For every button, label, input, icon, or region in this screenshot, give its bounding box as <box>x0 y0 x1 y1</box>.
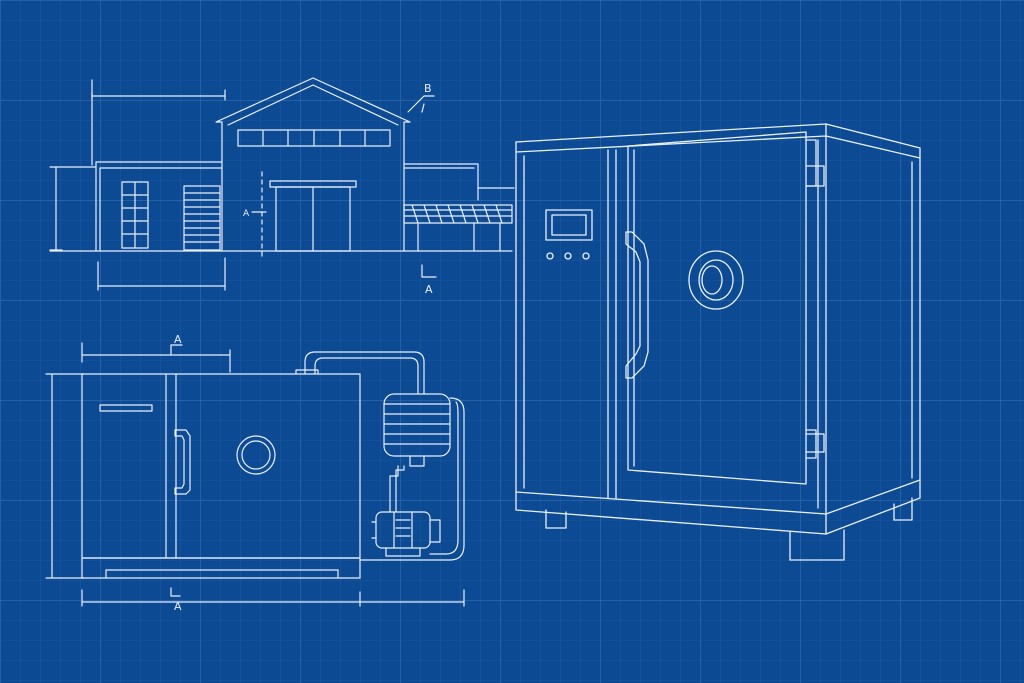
label-a-bottom: A <box>425 283 433 296</box>
building-elevation <box>49 77 515 291</box>
label-a-top: A <box>174 333 182 346</box>
label-a-bottom-unit: A <box>174 600 182 613</box>
cold-chamber-cabinet-isometric <box>515 123 921 561</box>
refrigeration-unit-side-view <box>45 342 465 607</box>
label-b: B <box>424 82 432 95</box>
label-a-section: A <box>243 209 250 219</box>
